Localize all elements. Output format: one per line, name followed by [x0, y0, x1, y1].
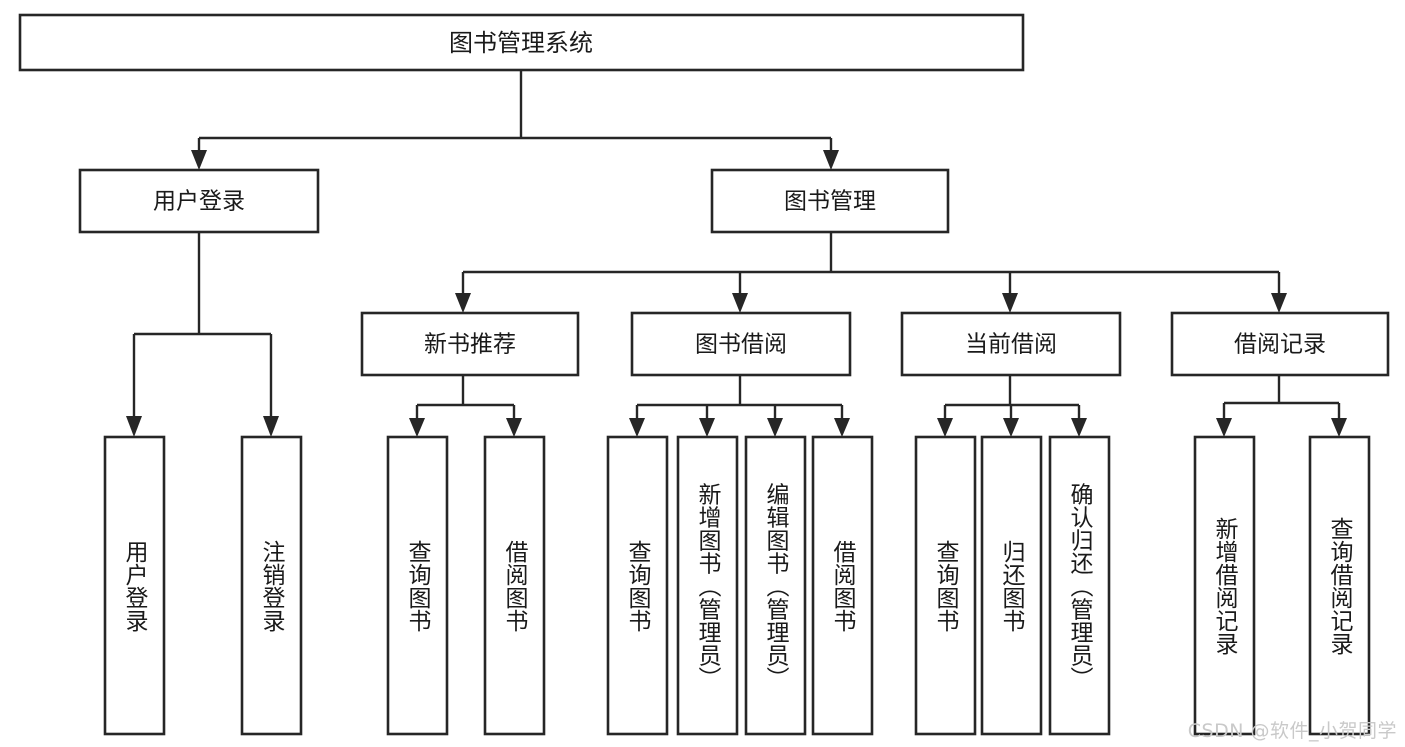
leaf-borrow-book-2[interactable]: 借阅图书 — [811, 435, 874, 736]
leaf-borrow-book-1-box[interactable] — [483, 435, 546, 736]
arrow-user-login-l2 — [263, 416, 279, 437]
node-user-login-label: 用户登录 — [153, 189, 245, 215]
node-root-library-system[interactable]: 图书管理系统 — [18, 13, 1025, 72]
leaf-logout[interactable]: 注销登录 — [240, 435, 303, 736]
leaf-query-borrow-record[interactable]: 查询借阅记录 — [1308, 435, 1371, 736]
node-user-login[interactable]: 用户登录 — [78, 168, 320, 234]
arrow-bm-to-new — [455, 293, 471, 313]
leaf-query-book-2-box[interactable] — [606, 435, 669, 736]
node-user-login-box[interactable] — [78, 168, 320, 234]
leaf-query-book-2-label: 查询图书 — [624, 540, 652, 632]
leaf-user-login-box[interactable] — [103, 435, 166, 736]
leaf-add-book-admin-box[interactable] — [676, 435, 739, 736]
leaf-query-borrow-record-box[interactable] — [1308, 435, 1371, 736]
leaf-query-book-3-box[interactable] — [914, 435, 977, 736]
arrow-new-l1 — [409, 418, 425, 437]
node-new-book-recommend[interactable]: 新书推荐 — [360, 311, 580, 377]
arrow-root-to-user-login — [191, 150, 207, 170]
leaf-logout-box[interactable] — [240, 435, 303, 736]
arrow-borrow-l2 — [699, 418, 715, 437]
node-root-box[interactable] — [18, 13, 1025, 72]
leaf-edit-book-admin[interactable]: 编辑图书（管理员） — [744, 435, 807, 736]
arrow-borrow-l4 — [834, 418, 850, 437]
arrow-root-to-book-mgmt — [823, 150, 839, 170]
leaf-add-borrow-record-label: 新增借阅记录 — [1211, 517, 1239, 655]
arrow-borrow-l1 — [629, 418, 645, 437]
leaf-query-book-1-box[interactable] — [386, 435, 449, 736]
arrow-current-l1 — [937, 418, 953, 437]
leaf-borrow-book-1[interactable]: 借阅图书 — [483, 435, 546, 736]
node-current-borrow[interactable]: 当前借阅 — [900, 311, 1122, 377]
leaf-confirm-return-admin-box[interactable] — [1048, 435, 1111, 736]
node-root-label: 图书管理系统 — [449, 29, 593, 57]
leaf-borrow-book-1-label: 借阅图书 — [501, 540, 529, 632]
leaf-add-borrow-record-box[interactable] — [1193, 435, 1256, 736]
leaf-query-book-3-label: 查询图书 — [932, 540, 960, 632]
leaf-query-book-1-label: 查询图书 — [404, 540, 432, 632]
node-borrow-record[interactable]: 借阅记录 — [1170, 311, 1390, 377]
arrow-bm-to-current — [1002, 293, 1018, 313]
leaf-add-book-admin-label: 新增图书（管理员） — [694, 483, 722, 690]
node-current-borrow-label: 当前借阅 — [965, 332, 1057, 358]
leaf-query-book-2[interactable]: 查询图书 — [606, 435, 669, 736]
node-book-borrow[interactable]: 图书借阅 — [630, 311, 852, 377]
arrow-borrow-l3 — [767, 418, 783, 437]
leaf-borrow-book-2-label: 借阅图书 — [829, 540, 857, 632]
leaf-query-borrow-record-label: 查询借阅记录 — [1326, 517, 1354, 655]
leaf-logout-label: 注销登录 — [258, 540, 286, 632]
leaf-query-book-3[interactable]: 查询图书 — [914, 435, 977, 736]
node-book-borrow-box[interactable] — [630, 311, 852, 377]
node-book-management[interactable]: 图书管理 — [710, 168, 950, 234]
leaf-return-book[interactable]: 归还图书 — [980, 435, 1043, 736]
node-current-borrow-box[interactable] — [900, 311, 1122, 377]
leaf-edit-book-admin-box[interactable] — [744, 435, 807, 736]
leaf-confirm-return-admin[interactable]: 确认归还（管理员） — [1048, 435, 1111, 736]
arrow-record-l1 — [1216, 418, 1232, 437]
node-borrow-record-label: 借阅记录 — [1234, 332, 1326, 358]
node-book-borrow-label: 图书借阅 — [695, 332, 787, 358]
leaf-query-book-1[interactable]: 查询图书 — [386, 435, 449, 736]
connector-layer — [126, 70, 1347, 437]
leaf-return-book-label: 归还图书 — [998, 540, 1026, 632]
node-borrow-record-box[interactable] — [1170, 311, 1390, 377]
arrow-current-l2 — [1003, 418, 1019, 437]
arrow-user-login-l1 — [126, 416, 142, 437]
csdn-watermark: CSDN @软件_小贺同学 — [1187, 720, 1397, 742]
arrow-record-l2 — [1331, 418, 1347, 437]
leaf-confirm-return-admin-label: 确认归还（管理员） — [1066, 483, 1094, 690]
leaf-edit-book-admin-label: 编辑图书（管理员） — [762, 483, 790, 690]
leaf-user-login[interactable]: 用户登录 — [103, 435, 166, 736]
node-new-book-recommend-box[interactable] — [360, 311, 580, 377]
arrow-bm-to-record — [1271, 293, 1287, 313]
node-new-book-recommend-label: 新书推荐 — [424, 332, 516, 358]
leaf-return-book-box[interactable] — [980, 435, 1043, 736]
node-book-management-label: 图书管理 — [784, 189, 876, 215]
arrow-bm-to-borrow — [732, 293, 748, 313]
node-book-management-box[interactable] — [710, 168, 950, 234]
leaf-borrow-book-2-box[interactable] — [811, 435, 874, 736]
leaf-user-login-label: 用户登录 — [121, 540, 149, 632]
leaf-add-book-admin[interactable]: 新增图书（管理员） — [676, 435, 739, 736]
leaf-add-borrow-record[interactable]: 新增借阅记录 — [1193, 435, 1256, 736]
arrow-current-l3 — [1071, 418, 1087, 437]
arrow-new-l2 — [506, 418, 522, 437]
